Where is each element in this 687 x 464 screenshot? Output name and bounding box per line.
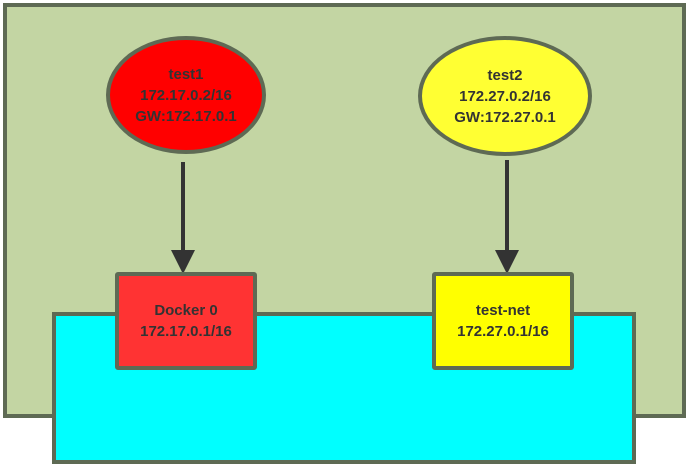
interface-testnet-ip: 172.27.0.1/16 bbox=[457, 323, 549, 340]
container-test2-ip: 172.27.0.2/16 bbox=[459, 87, 551, 105]
container-test1-ip: 172.17.0.2/16 bbox=[140, 86, 232, 104]
container-test1-gateway: GW:172.17.0.1 bbox=[135, 107, 237, 125]
container-test1-name: test1 bbox=[168, 65, 204, 83]
interface-docker0-name: Docker 0 bbox=[154, 302, 218, 319]
interface-docker0-ip: 172.17.0.1/16 bbox=[140, 323, 232, 340]
interface-testnet-name: test-net bbox=[475, 302, 531, 319]
container-test2-node: test2 172.27.0.2/16 GW:172.27.0.1 bbox=[418, 36, 592, 156]
interface-docker0-box: Docker 0 172.17.0.1/16 bbox=[115, 272, 257, 370]
container-test1-node: test1 172.17.0.2/16 GW:172.17.0.1 bbox=[106, 36, 266, 154]
interface-testnet-box: test-net 172.27.0.1/16 bbox=[432, 272, 574, 370]
container-test2-name: test2 bbox=[487, 66, 523, 84]
container-test2-gateway: GW:172.27.0.1 bbox=[454, 108, 556, 126]
